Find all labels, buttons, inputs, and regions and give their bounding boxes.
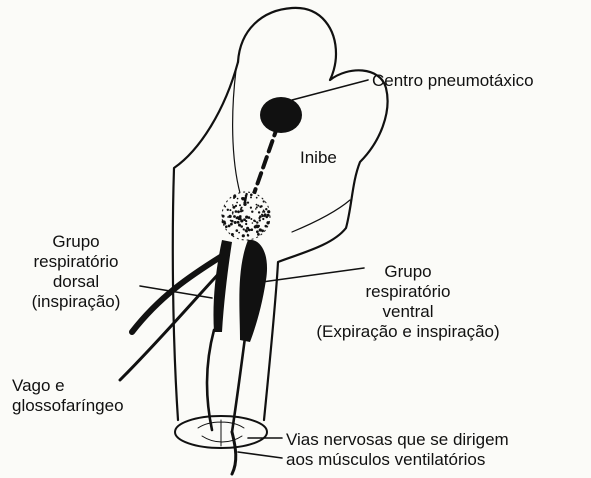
label-ventral-line: ventral	[290, 302, 526, 322]
brainstem-left-edge	[173, 62, 238, 420]
label-vagus-line: Vago e	[12, 376, 124, 396]
stippled-region	[222, 192, 271, 240]
label-ventral-line: (Expiração e inspiração)	[290, 322, 526, 342]
label-vagus-glossopharyngeal: Vago e glossofaríngeo	[12, 376, 124, 416]
label-inhibits: Inibe	[300, 148, 337, 168]
label-nerve-pathways: Vias nervosas que se dirigem aos músculo…	[286, 430, 509, 470]
pons-fold	[292, 200, 350, 232]
label-ventral-line: respiratório	[290, 282, 526, 302]
label-dorsal-line: Grupo	[6, 232, 146, 252]
pneumotaxic-center-mark	[260, 97, 302, 133]
ventral-group-mark	[239, 240, 267, 342]
label-dorsal-group: Grupo respiratório dorsal (inspiração)	[6, 232, 146, 312]
leader-pneumotaxic	[292, 80, 368, 100]
label-pathways-line: aos músculos ventilatórios	[286, 450, 509, 470]
spinal-gray-matter	[198, 420, 244, 446]
label-dorsal-line: respiratório	[6, 252, 146, 272]
label-ventral-line: Grupo	[290, 262, 526, 282]
label-dorsal-line: (inspiração)	[6, 292, 146, 312]
label-pathways-line: Vias nervosas que se dirigem	[286, 430, 509, 450]
dorsal-fiber	[207, 330, 214, 430]
nerve-exit-fiber	[232, 432, 236, 474]
brainstem-inner-line	[233, 70, 242, 200]
label-vagus-line: glossofaríngeo	[12, 396, 124, 416]
leader-vias-2	[238, 452, 282, 458]
label-pneumotaxic-center: Centro pneumotáxico	[372, 71, 534, 91]
dorsal-group-mark	[213, 240, 232, 332]
label-ventral-group: Grupo respiratório ventral (Expiração e …	[290, 262, 526, 342]
label-dorsal-line: dorsal	[6, 272, 146, 292]
